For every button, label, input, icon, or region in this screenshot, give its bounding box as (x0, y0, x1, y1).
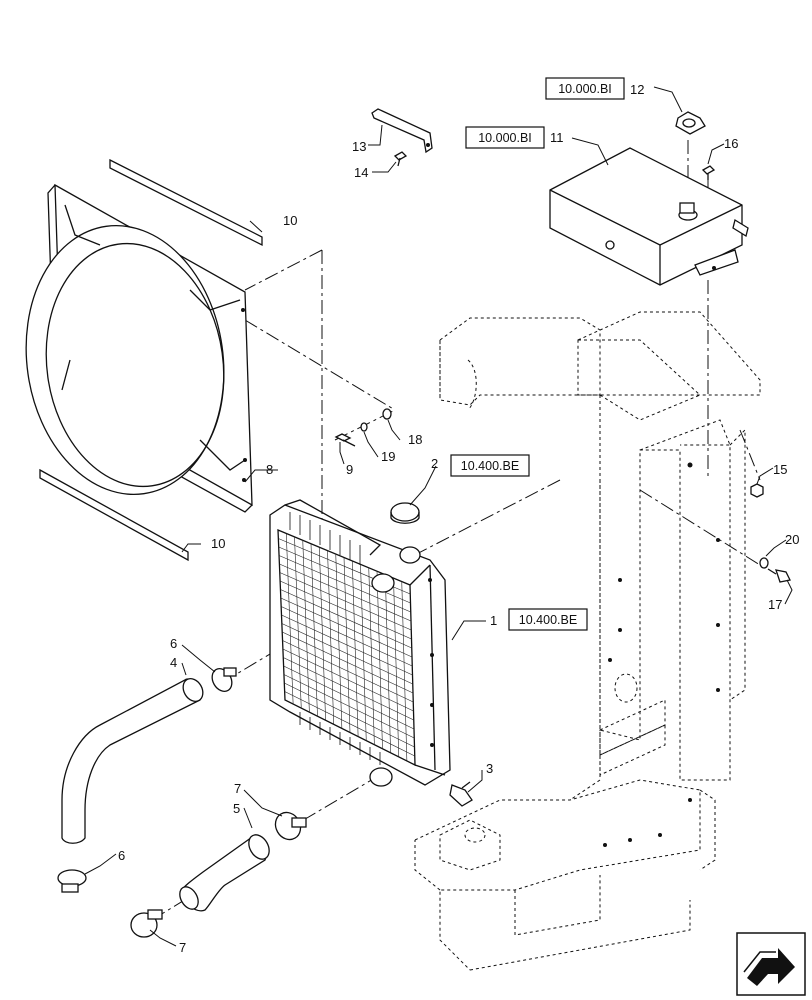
ref-box-10-400-be-lower[interactable]: 10.400.BE (508, 608, 588, 631)
hose-clamp-6a (211, 667, 237, 692)
svg-text:10.000.BI: 10.000.BI (478, 131, 532, 145)
callout-7-lower: 7 (179, 940, 186, 955)
callout-4: 4 (170, 655, 177, 670)
radiator-core-grid (278, 533, 415, 761)
callout-8: 8 (266, 462, 273, 477)
nut-18 (382, 408, 392, 420)
callout-11: 11 (550, 130, 564, 145)
callout-5: 5 (233, 801, 240, 816)
foam-strip-upper (109, 158, 263, 247)
callout-9: 9 (346, 462, 353, 477)
callout-16: 16 (724, 136, 738, 151)
tank-cap (675, 111, 706, 135)
ref-box-10-400-be-upper[interactable]: 10.400.BE (450, 454, 530, 477)
radiator-cap (390, 502, 420, 524)
callout-10-lower: 10 (211, 536, 225, 551)
callout-6-upper: 6 (170, 636, 177, 651)
washer-20 (759, 557, 769, 569)
hose-clamp-7b (130, 909, 163, 938)
callout-1: 1 (490, 613, 497, 628)
frame-holes (603, 462, 720, 847)
arrow-navigation-icon[interactable] (736, 932, 806, 996)
frame-chassis (414, 311, 761, 971)
callout-2: 2 (431, 456, 438, 471)
bolt-16 (701, 165, 716, 180)
bolt-17 (767, 568, 791, 583)
upper-hose (61, 678, 204, 844)
expansion-tank (549, 147, 749, 286)
callout-20: 20 (785, 532, 799, 547)
radiator (269, 499, 451, 787)
callout-14: 14 (354, 165, 368, 180)
callout-17: 17 (768, 597, 782, 612)
callout-19: 19 (381, 449, 395, 464)
callout-6-lower: 6 (118, 848, 125, 863)
ref-box-10-000-bi-lower[interactable]: 10.000.BI (465, 126, 545, 149)
callout-10-upper: 10 (283, 213, 297, 228)
nut-15 (750, 483, 764, 498)
ref-box-10-000-bi-upper[interactable]: 10.000.BI (545, 77, 625, 100)
callout-13: 13 (352, 139, 366, 154)
callout-12: 12 (630, 82, 644, 97)
hose-clamp-6b (57, 869, 87, 893)
foam-strip-lower (39, 468, 189, 562)
svg-text:10.400.BE: 10.400.BE (461, 459, 519, 473)
svg-text:10.400.BE: 10.400.BE (519, 613, 577, 627)
fan-shroud (25, 183, 253, 513)
callout-7-upper: 7 (234, 781, 241, 796)
drain-plug (449, 781, 473, 807)
callout-15: 15 (773, 462, 787, 477)
bracket-13 (371, 108, 433, 154)
svg-text:10.000.BI: 10.000.BI (558, 82, 612, 96)
screw-14 (393, 151, 408, 167)
leader-lines (84, 86, 793, 947)
washer-19 (360, 422, 368, 432)
callout-18: 18 (408, 432, 422, 447)
callout-labels: 1 2 3 4 5 6 6 7 7 8 9 10 10 11 12 13 14 … (118, 82, 799, 955)
bolt-9 (334, 433, 356, 447)
lower-hose (179, 834, 270, 912)
callout-3: 3 (486, 761, 493, 776)
hose-clamp-7a (274, 811, 307, 841)
